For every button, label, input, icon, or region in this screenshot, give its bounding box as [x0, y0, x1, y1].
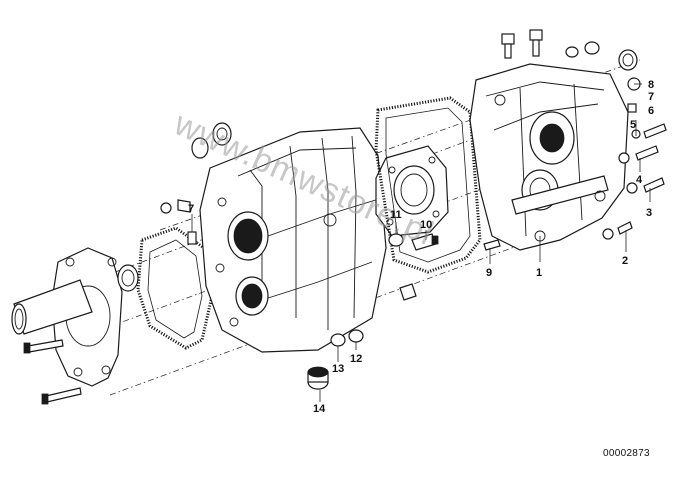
callout-9: 9 — [486, 267, 492, 279]
housing-input-seal — [191, 122, 232, 159]
diagram-reference-code: 00002873 — [603, 448, 650, 459]
drain-plugs — [330, 283, 417, 347]
rubber-mount-14 — [307, 366, 329, 390]
left-fasteners-7 — [160, 199, 197, 245]
callout-2: 2 — [622, 255, 628, 267]
rear-cover-gasket — [136, 226, 214, 350]
rear-housing — [199, 127, 387, 353]
right-side-fasteners — [602, 77, 667, 240]
callout-4: 4 — [636, 174, 643, 186]
leader-lines — [191, 83, 651, 402]
callout-10: 10 — [420, 219, 432, 231]
callout-6: 6 — [648, 105, 654, 117]
front-housing — [469, 63, 629, 251]
output-shaft-sleeve — [11, 279, 93, 335]
callout-12: 12 — [350, 353, 362, 365]
temperature-sender — [411, 233, 439, 251]
part-callouts: 1 2 3 4 5 6 7 8 7 9 10 11 12 13 14 — [188, 79, 654, 415]
front-bolts — [501, 29, 638, 71]
callout-14: 14 — [313, 403, 326, 415]
inspection-cover-gasket — [375, 145, 449, 237]
output-flange — [51, 247, 123, 387]
main-housing-gasket — [374, 96, 482, 274]
flange-bolts — [23, 339, 82, 405]
callout-8: 8 — [648, 79, 654, 91]
callout-11: 11 — [390, 209, 402, 221]
callout-13: 13 — [332, 363, 344, 375]
dowel-pin — [483, 239, 501, 251]
callout-3: 3 — [646, 207, 652, 219]
callout-7-left: 7 — [188, 203, 194, 215]
callout-7-right: 7 — [648, 91, 654, 103]
shaft-seal-ring — [117, 264, 139, 292]
callout-5: 5 — [630, 119, 636, 131]
callout-1: 1 — [536, 267, 542, 279]
